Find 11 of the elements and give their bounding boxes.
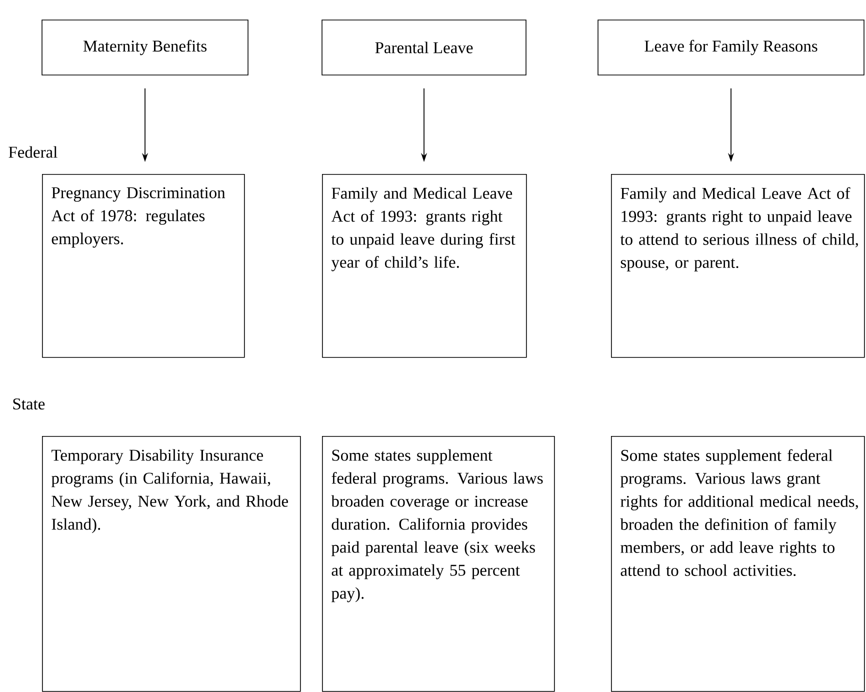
text-box: Temporary Disability Insurance programs (in California, Hawaii, New Jersey, New York, and Rhode Island). bbox=[42, 436, 301, 692]
heading-box: Parental Leave bbox=[322, 20, 526, 76]
text-box: Some states supplement federal programs. Various laws broaden coverage or increase duration. California provides paid parental leave (six weeks at approximately 55 percent pay). bbox=[322, 436, 555, 692]
text-box: Family and Medical Leave Act of 1993: grants right to unpaid leave to attend to serious illness of child, spouse, or parent. bbox=[611, 174, 865, 358]
text-box: Pregnancy Discrimination Act of 1978: regulates employers. bbox=[42, 174, 245, 358]
text-box: Some states supplement federal programs. Various laws grant rights for additional medical needs, broaden the definition of family members, or add leave rights to attend to school activities. bbox=[611, 436, 865, 692]
text-box: Family and Medical Leave Act of 1993: grants right to unpaid leave during first year of child’s life. bbox=[322, 174, 527, 358]
heading-box: Leave for Family Reasons bbox=[598, 20, 864, 76]
row-label: State bbox=[13, 398, 45, 410]
row-label: Federal bbox=[8, 146, 58, 158]
heading-box: Maternity Benefits bbox=[42, 20, 248, 76]
